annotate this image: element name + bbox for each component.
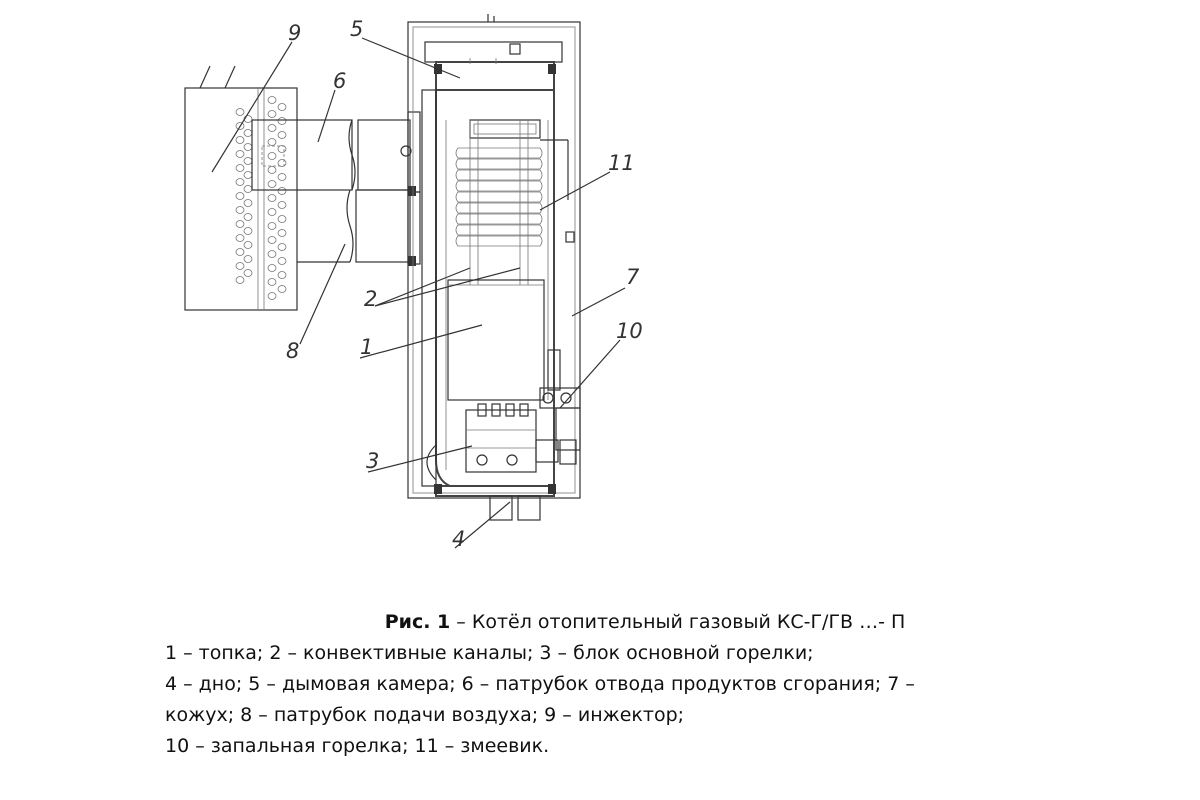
injector-hole: [235, 192, 245, 200]
air-supply-pipe: [297, 189, 411, 263]
injector-hole: [235, 276, 245, 284]
injector-hole: [243, 255, 253, 263]
callout-10: 10: [616, 319, 643, 343]
injector-hole: [267, 250, 277, 258]
injector-hole: [243, 171, 253, 179]
callout-1: 1: [360, 335, 373, 359]
injector-hole: [277, 159, 287, 167]
coil: [455, 119, 569, 247]
callout-numbers: 9 5 6 11 2 7 10 1 8 3 4: [286, 17, 643, 551]
injector-hole: [267, 124, 277, 132]
injector-hole: [277, 229, 287, 237]
injector-hole: [277, 187, 287, 195]
injector-hole: [267, 278, 277, 286]
injector-hole: [277, 145, 287, 153]
injector-hole: [243, 199, 253, 207]
coil-turn: [455, 235, 543, 247]
injector-hole: [235, 220, 245, 228]
legend-line: 1 – топка; 2 – конвективные каналы; 3 – …: [165, 642, 814, 664]
injector-hole: [267, 110, 277, 118]
injector-hole: [277, 215, 287, 223]
callout-5: 5: [350, 17, 363, 41]
injector-hole: [267, 138, 277, 146]
callout-8: 8: [286, 339, 299, 363]
pilot-burner: [539, 349, 581, 465]
injector-hole: [243, 129, 253, 137]
coil-turn: [455, 147, 543, 159]
injector-hole: [267, 236, 277, 244]
injector-hole: [267, 194, 277, 202]
injector-hole: [277, 285, 287, 293]
injector-hole: [243, 227, 253, 235]
figure-caption: Рис. 1 – Котёл отопительный газовый КС-Г…: [165, 607, 1065, 762]
convective-channels: [469, 120, 529, 285]
injector-hole: [235, 122, 245, 130]
figure-label: Рис. 1: [384, 611, 451, 633]
injector-hole: [267, 96, 277, 104]
main-burner-block: [465, 403, 559, 473]
injector-hole: [235, 262, 245, 270]
injector-hole: [277, 117, 287, 125]
coil-turn: [455, 180, 543, 192]
figure-title-text: – Котёл отопительный газовый КС-Г/ГВ …- …: [450, 611, 906, 633]
injector-hole: [267, 166, 277, 174]
injector-hole: [243, 143, 253, 151]
boiler-technical-drawing: 9 5 6 11 2 7 10 1 8 3 4: [184, 14, 643, 551]
figure-title: Рис. 1 – Котёл отопительный газовый КС-Г…: [165, 607, 1065, 638]
injector-hole: [243, 241, 253, 249]
injector-block: [184, 65, 298, 311]
injector-hole: [277, 201, 287, 209]
coil-turn: [455, 158, 543, 170]
smoke-chamber: [434, 58, 556, 91]
callout-11: 11: [608, 151, 635, 175]
injector-hole: [235, 136, 245, 144]
callout-6: 6: [333, 69, 346, 93]
callout-3: 3: [366, 449, 379, 473]
injector-hole: [267, 264, 277, 272]
legend-line: 4 – дно; 5 – дымовая камера; 6 – патрубо…: [165, 673, 915, 695]
injector-hole: [277, 103, 287, 111]
injector-hole: [267, 292, 277, 300]
injector-hole: [243, 157, 253, 165]
injector-hole: [277, 271, 287, 279]
coil-turn: [455, 224, 543, 236]
callout-7: 7: [626, 265, 640, 289]
injector-hole: [277, 131, 287, 139]
injector-hole: [243, 269, 253, 277]
injector-hole: [235, 234, 245, 242]
callout-4: 4: [452, 527, 465, 551]
injector-hole: [235, 178, 245, 186]
legend-line: 10 – запальная горелка; 11 – змеевик.: [165, 735, 550, 757]
injector-hole: [277, 173, 287, 181]
legend-line: кожух; 8 – патрубок подачи воздуха; 9 – …: [165, 704, 685, 726]
injector-hole: [235, 108, 245, 116]
injector-hole: [243, 185, 253, 193]
injector-hole: [267, 222, 277, 230]
coil-turn: [455, 202, 543, 214]
injector-hole: [235, 150, 245, 158]
injector-hole: [235, 206, 245, 214]
injector-hole: [235, 248, 245, 256]
injector-hole: [267, 152, 277, 160]
leader-lines: [211, 37, 626, 549]
coil-turn: [455, 191, 543, 203]
callout-2: 2: [364, 287, 377, 311]
callout-9: 9: [288, 21, 301, 45]
injector-hole: [235, 164, 245, 172]
coil-turn: [455, 213, 543, 225]
boiler-bottom: [434, 484, 556, 521]
injector-hole: [267, 180, 277, 188]
injector-hole: [277, 243, 287, 251]
injector-hole: [267, 208, 277, 216]
injector-hole: [243, 213, 253, 221]
furnace: [447, 279, 545, 401]
coil-turn: [455, 169, 543, 181]
injector-hole: [277, 257, 287, 265]
